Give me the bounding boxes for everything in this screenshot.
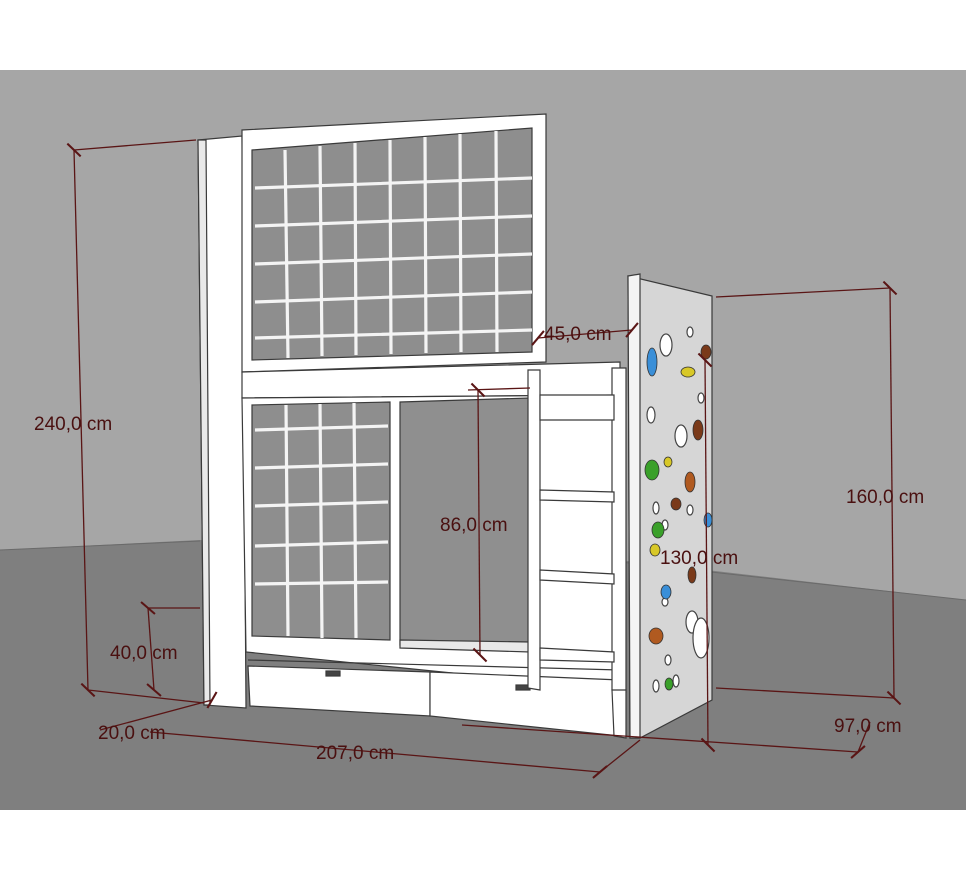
- dimension-lines: [66, 139, 902, 779]
- dim-line-length: [149, 731, 608, 779]
- dim-line-opening-height: [470, 382, 488, 663]
- dim-post-depth: 20,0 cm: [98, 723, 166, 744]
- dim-ladder-height: 130,0 cm: [660, 548, 738, 569]
- upper-net: [254, 130, 533, 359]
- dim-climbing-wall-height: 160,0 cm: [846, 487, 924, 508]
- dim-line-offset: [531, 322, 639, 346]
- dim-bed-width: 97,0 cm: [834, 716, 902, 737]
- dim-line-post-depth: [99, 691, 218, 731]
- dim-lower-opening-height: 86,0 cm: [440, 515, 508, 536]
- dim-bed-length: 207,0 cm: [316, 743, 394, 764]
- ladder-left-rail: [527, 369, 541, 691]
- dim-total-height: 240,0 cm: [34, 414, 112, 435]
- lower-net: [254, 402, 389, 639]
- dim-line-wall-height: [882, 280, 902, 706]
- climbing-holds: [644, 344, 713, 691]
- dim-line-ladder-height: [697, 352, 716, 753]
- dim-wall-offset: 45,0 cm: [544, 324, 612, 345]
- dim-line-total-height: [66, 142, 96, 698]
- dim-line-drawer-height: [140, 601, 162, 697]
- dim-drawer-height: 40,0 cm: [110, 643, 178, 664]
- ladder-rungs: [539, 394, 615, 663]
- dim-line-width: [461, 724, 866, 759]
